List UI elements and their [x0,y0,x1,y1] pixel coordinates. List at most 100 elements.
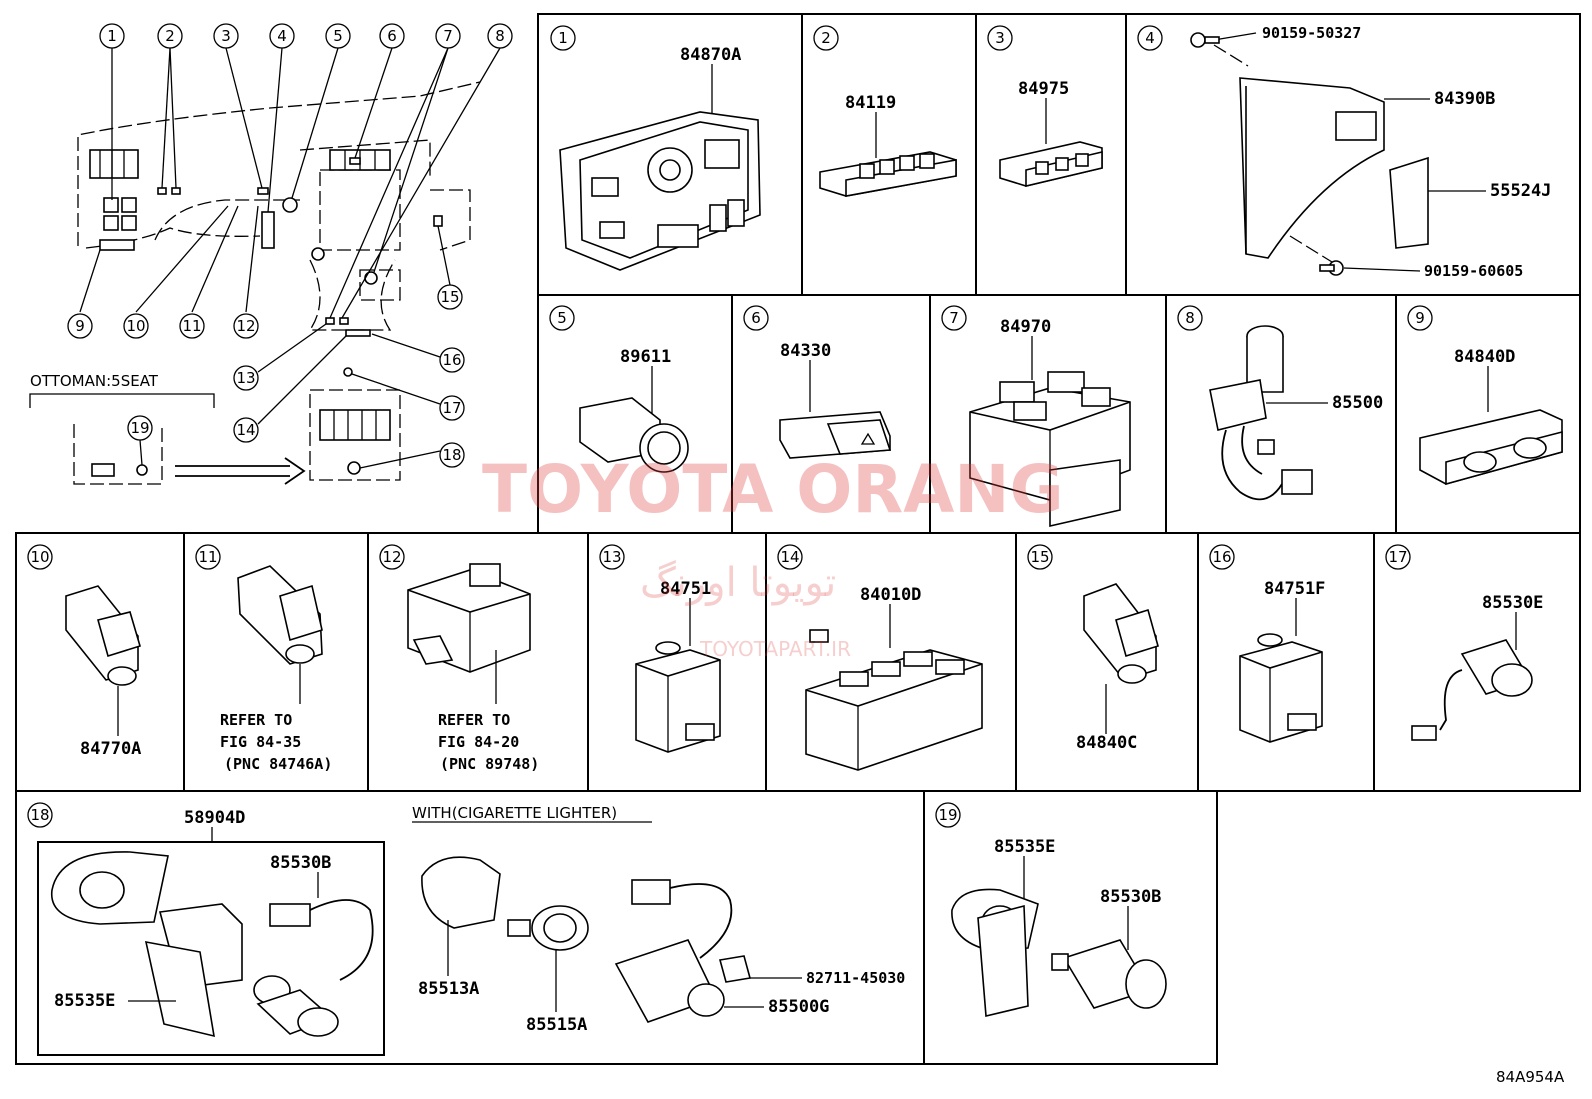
overview-callout-19: 19 [127,415,153,441]
with-cigarette-lighter-label: WITH(CIGARETTE LIGHTER) [412,804,617,822]
overview-callout-13: 13 [233,365,259,391]
overview-callout-15: 15 [437,284,463,310]
svg-text:1: 1 [107,27,117,45]
part-number: 85500 [1332,393,1383,413]
cell-19: 19 85535E 85530B [935,802,1167,1017]
part-number: 84010D [860,585,921,605]
cell-7: 7 84970 [941,305,1131,528]
svg-text:17: 17 [442,399,461,417]
svg-text:9: 9 [75,317,85,335]
overview-callout-9: 9 [67,313,93,339]
cell-6: 6 84330 [743,305,892,459]
svg-text:8: 8 [495,27,505,45]
svg-text:16: 16 [442,351,461,369]
part-number: 85530B [1100,887,1161,907]
cell-number: 3 [995,29,1005,47]
part-number: 55524J [1490,181,1551,201]
reference-note: FIG 84-20 [438,733,519,751]
cell-13: 13 84751 [599,544,721,753]
svg-text:4: 4 [277,27,287,45]
cell-number: 18 [30,806,49,824]
cell-5: 5 89611 [549,305,689,473]
svg-text:5: 5 [333,27,343,45]
part-number: 90159-50327 [1262,24,1361,42]
cell-15: 15 84840C [1027,544,1159,753]
overview-callout-12: 12 [233,313,259,339]
part-number: 85513A [418,979,479,999]
svg-text:13: 13 [236,369,255,387]
svg-text:12: 12 [236,317,255,335]
ottoman-label: OTTOMAN:5SEAT [30,372,159,390]
part-number: 84390B [1434,89,1495,109]
overview-callout-6: 6 [379,23,405,49]
cell-9: 9 84840D [1407,305,1563,486]
watermark: TOYOTA ORANG تویوتا اورنگ TOYOTAPART.IR [482,451,1064,661]
cell-number: 5 [557,309,567,327]
part-number: 84119 [845,93,896,113]
cell-14: 14 84010D [777,544,983,771]
part-number: 90159-60605 [1424,262,1523,280]
part-number: 84975 [1018,79,1069,99]
cell-number: 17 [1388,548,1407,566]
overview-callout-17: 17 [439,395,465,421]
cell-number: 15 [1030,548,1049,566]
grid-frames [15,13,1581,1065]
svg-text:18: 18 [442,446,461,464]
part-number: 85535E [994,837,1055,857]
watermark-main: TOYOTA ORANG [482,451,1064,528]
part-number: 85500G [768,997,829,1017]
part-number: 89611 [620,347,671,367]
part-number: 85535E [54,991,115,1011]
overview-callout-8: 8 [487,23,513,49]
diagram-code: 84A954A [1496,1068,1565,1086]
cell-number: 2 [821,29,831,47]
svg-text:7: 7 [443,27,453,45]
part-number: 84870A [680,45,741,65]
reference-note: (PNC 84746A) [224,755,332,773]
part-number: 58904D [184,808,245,828]
cell-8: 8 85500 [1177,305,1383,501]
cell-3: 3 84975 [987,25,1103,188]
part-number: 82711-45030 [806,969,905,987]
cell-number: 14 [780,548,799,566]
cell-number: 19 [938,806,957,824]
overview-callout-4: 4 [269,23,295,49]
reference-note: FIG 84-35 [220,733,301,751]
overview-callout-10: 10 [123,313,149,339]
overview-callout-1: 1 [99,23,125,49]
cell-18: 18 58904D 85530B 85535E WITH(CIGARETTE L… [27,802,905,1038]
svg-text:6: 6 [387,27,397,45]
cell-number: 13 [602,548,621,566]
overview-callout-7: 7 [435,23,461,49]
svg-text:10: 10 [126,317,145,335]
svg-text:15: 15 [440,288,459,306]
cell-number: 12 [382,548,401,566]
cell-number: 4 [1145,29,1155,47]
watermark-persian: تویوتا اورنگ [640,560,836,606]
cell-number: 8 [1185,309,1195,327]
cell-16: 16 84751F [1209,544,1325,743]
part-number: 84330 [780,341,831,361]
overview-callout-16: 16 [439,347,465,373]
cell-number: 9 [1415,309,1425,327]
reference-note: REFER TO [438,711,510,729]
overview-callout-3: 3 [213,23,239,49]
overview-callout-5: 5 [325,23,351,49]
part-number: 84970 [1000,317,1051,337]
part-number: 84751F [1264,579,1325,599]
dashboard-overview [29,47,501,485]
svg-text:2: 2 [165,27,175,45]
part-number: 84751 [660,579,711,599]
cell-number: 6 [751,309,761,327]
svg-text:14: 14 [236,421,255,439]
cell-1: 1 84870A [550,25,761,271]
cell-number: 11 [198,548,217,566]
cell-number: 7 [949,309,959,327]
part-number: 85515A [526,1015,587,1035]
part-number: 84840D [1454,347,1515,367]
cell-number: 10 [30,548,49,566]
cell-number: 1 [558,29,568,47]
part-number: 84840C [1076,733,1137,753]
cell-4: 4 90159-50327 84390B 55524J 90159-60605 [1137,24,1551,280]
